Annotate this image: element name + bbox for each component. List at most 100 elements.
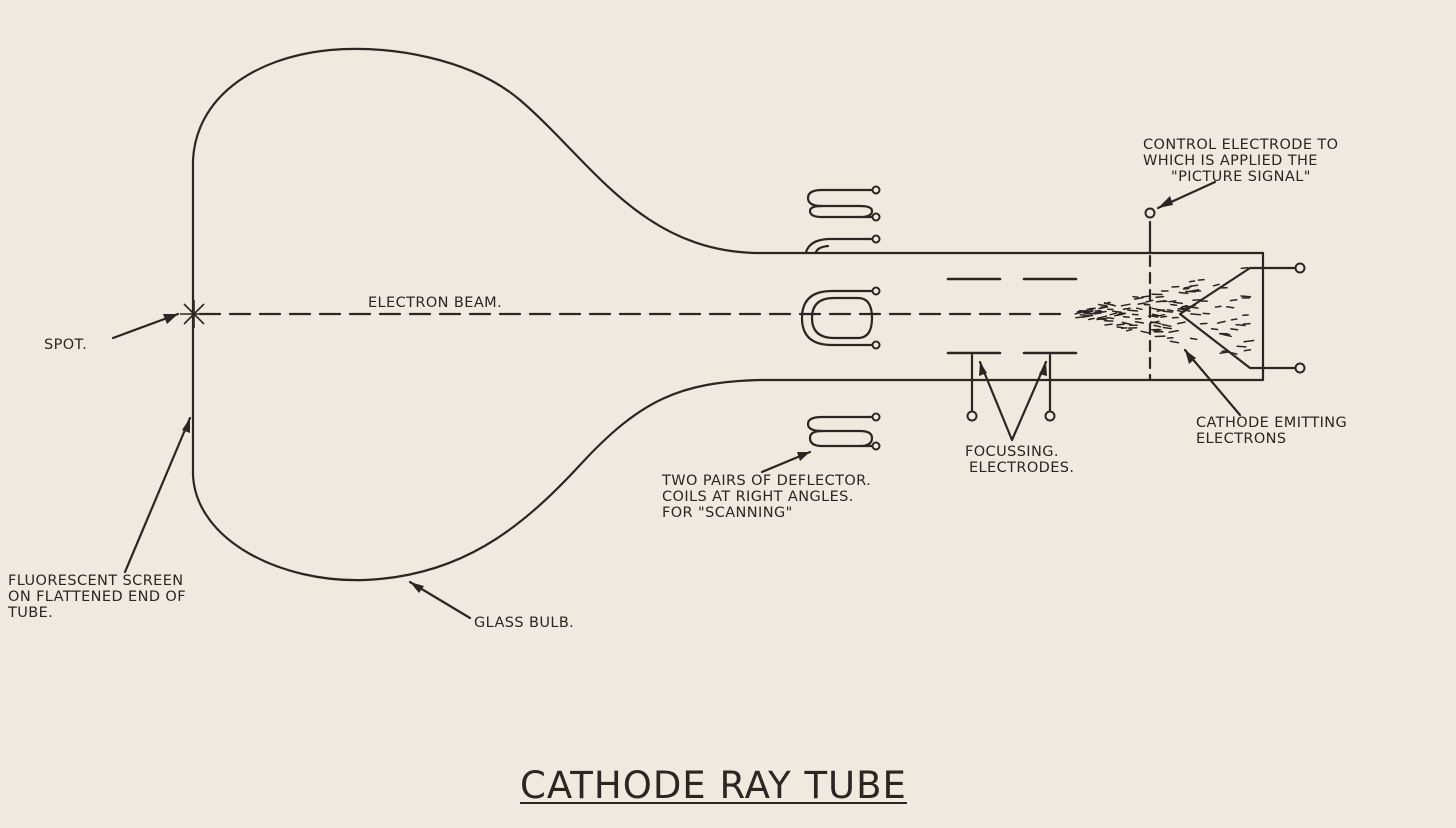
label-screen: FLUORESCENT SCREEN ON FLATTENED END OF T… xyxy=(8,573,186,621)
emission-dash xyxy=(1135,307,1143,311)
emission-dash xyxy=(1216,320,1226,324)
emission-dash xyxy=(1155,295,1165,299)
terminal-cathode-top xyxy=(1294,262,1306,274)
emission-dash xyxy=(1116,323,1125,326)
terminal-coil-top-1 xyxy=(871,185,881,195)
emission-dash xyxy=(1188,280,1196,283)
emission-dash xyxy=(1243,339,1255,343)
deflector-coil-neck-2 xyxy=(814,244,830,254)
emission-dash xyxy=(1185,304,1196,309)
label-screen-line-3: TUBE. xyxy=(8,605,54,621)
label-deflector-line-1: TWO PAIRS OF DEFLECTOR. xyxy=(662,473,872,489)
emission-dash xyxy=(1168,300,1177,303)
focussing-arrowhead-right xyxy=(1039,362,1047,376)
emission-dash xyxy=(1140,330,1151,334)
emission-dash xyxy=(1240,295,1252,298)
label-cathode: CATHODE EMITTING ELECTRONS xyxy=(1196,415,1347,447)
emission-dash xyxy=(1181,309,1191,312)
label-control-electrode-line-3: "PICTURE SIGNAL" xyxy=(1171,169,1311,185)
emission-dash xyxy=(1114,313,1124,317)
emission-dash xyxy=(1149,320,1160,324)
cathode-arrowhead xyxy=(1185,350,1196,364)
emission-dash xyxy=(1132,295,1140,298)
screen-leader xyxy=(123,416,192,574)
glass-bulb-outline xyxy=(191,47,1265,582)
terminal-coil-mid-2 xyxy=(871,340,881,350)
emission-dash xyxy=(1226,306,1235,309)
emission-dash xyxy=(1137,302,1146,305)
label-deflector: TWO PAIRS OF DEFLECTOR. COILS AT RIGHT A… xyxy=(662,473,871,521)
emission-dash xyxy=(1219,351,1230,354)
emission-dash xyxy=(1121,321,1133,326)
cathode-electrode xyxy=(1178,266,1300,370)
emission-dash xyxy=(1079,313,1090,317)
emission-dash xyxy=(1176,309,1184,313)
label-focussing: FOCUSSING. ELECTRODES. xyxy=(965,444,1074,476)
control-electrode-arrowhead xyxy=(1158,196,1173,208)
label-cathode-line-2: ELECTRONS xyxy=(1196,431,1287,447)
emission-dash xyxy=(1178,291,1189,295)
label-screen-line-1: FLUORESCENT SCREEN xyxy=(8,573,184,589)
deflector-coil-top-inner xyxy=(808,204,862,219)
cathode-leader xyxy=(1183,348,1242,417)
emission-dash xyxy=(1176,321,1186,325)
label-control-electrode-line-2: WHICH IS APPLIED THE xyxy=(1143,153,1318,169)
emission-dash xyxy=(1243,348,1252,352)
screen-arrowhead xyxy=(182,418,190,433)
spot-star xyxy=(180,300,208,328)
emission-dash xyxy=(1197,278,1205,281)
emission-dash xyxy=(1192,298,1203,302)
emission-dash xyxy=(1230,318,1238,321)
emission-dash xyxy=(1088,307,1096,310)
emission-dash xyxy=(1199,322,1208,325)
deflector-coil-middle xyxy=(800,289,877,347)
terminal-focussing-2 xyxy=(1044,410,1056,422)
label-deflector-line-3: FOR "SCANNING" xyxy=(662,505,793,521)
emission-dash xyxy=(1155,300,1167,303)
emission-dash xyxy=(1179,307,1191,310)
emission-dash xyxy=(1104,323,1113,326)
emission-dash xyxy=(1081,314,1094,319)
emission-dash xyxy=(1170,303,1178,307)
label-electron-beam: ELECTRON BEAM. xyxy=(368,295,503,311)
emission-dash xyxy=(1092,310,1103,314)
terminal-coil-mid-1 xyxy=(871,286,881,296)
emission-dash xyxy=(1133,296,1144,300)
spot-arrowhead xyxy=(163,314,178,324)
emission-dash xyxy=(1162,326,1173,330)
label-cathode-line-1: CATHODE EMITTING xyxy=(1196,415,1348,431)
emission-dash xyxy=(1229,299,1238,302)
terminal-coil-top-2 xyxy=(871,212,881,222)
emission-dash xyxy=(1189,337,1198,341)
emission-dash xyxy=(1083,311,1092,315)
emission-dash xyxy=(1125,328,1133,332)
emission-dash xyxy=(1122,315,1130,319)
label-glass-bulb: GLASS BULB. xyxy=(474,615,575,631)
emission-dash xyxy=(1122,307,1131,311)
focussing-arrowhead-left xyxy=(979,362,987,376)
emission-dash xyxy=(1087,317,1095,321)
terminal-focussing-1 xyxy=(966,410,978,422)
emission-dash xyxy=(1097,317,1108,321)
emission-dash xyxy=(1172,301,1184,305)
deflector-coil-bottom-inner xyxy=(808,429,862,448)
emission-dash xyxy=(1112,310,1122,313)
emission-dash xyxy=(1151,315,1159,318)
diagram-title: CATHODE RAY TUBE xyxy=(520,764,907,807)
label-focussing-line-2: ELECTRODES. xyxy=(969,460,1075,476)
emission-dash xyxy=(1151,307,1161,311)
emission-dash xyxy=(1156,309,1165,312)
focussing-leader xyxy=(978,360,1048,442)
deflector-coil-top xyxy=(806,188,877,219)
emission-dash xyxy=(1190,313,1202,316)
terminal-cathode-bottom xyxy=(1294,362,1306,374)
emission-dash xyxy=(1212,283,1220,287)
emission-dash xyxy=(1120,303,1131,307)
emission-dash xyxy=(1214,305,1222,308)
emission-dash xyxy=(1106,317,1115,320)
emission-dash xyxy=(1127,309,1139,312)
emission-dash xyxy=(1145,299,1154,303)
emission-dash xyxy=(1166,308,1174,312)
emission-dash xyxy=(1093,312,1102,315)
